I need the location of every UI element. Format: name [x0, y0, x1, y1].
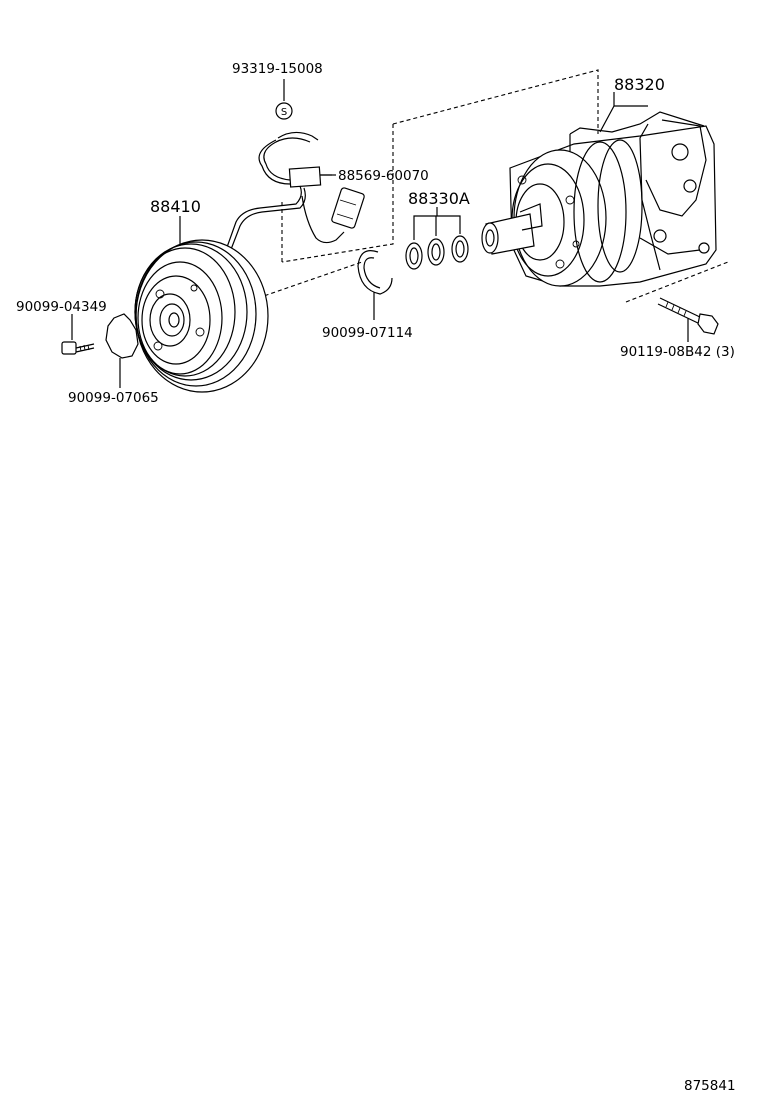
leader-lines [179, 92, 648, 246]
bolt-long-part [657, 297, 719, 342]
callout-labels: 93319-15008 88569-60070 88410 88320 8833… [16, 61, 735, 406]
label-93319-15008: 93319-15008 [232, 61, 323, 77]
plate-part [105, 313, 139, 388]
nut-part: S [275, 79, 293, 120]
compressor-part [481, 111, 717, 287]
sensor-wire-part [225, 131, 365, 253]
label-88330a: 88330A [408, 189, 470, 208]
label-88320: 88320 [614, 75, 665, 94]
diagram-id: 875841 [684, 1078, 736, 1094]
label-90099-07065: 90099-07065 [68, 390, 159, 406]
shims-part [405, 207, 469, 270]
label-88569-60070: 88569-60070 [338, 168, 429, 184]
bolt-small-part [61, 314, 95, 355]
label-90119-08b42: 90119-08B42 (3) [620, 344, 735, 360]
label-90099-07114: 90099-07114 [322, 325, 413, 341]
s-mark-label: S [281, 107, 287, 118]
snap-ring-part [357, 250, 393, 320]
clutch-pulley-part [134, 239, 269, 393]
label-90099-04349: 90099-04349 [16, 299, 107, 315]
label-88410: 88410 [150, 197, 201, 216]
